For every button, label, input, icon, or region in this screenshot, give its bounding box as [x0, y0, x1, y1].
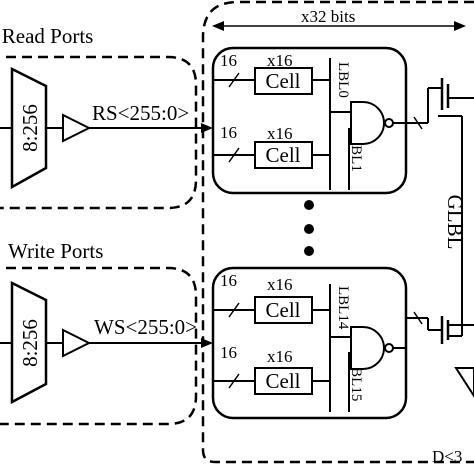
- read-select-arrow: [201, 123, 213, 133]
- upper-block-outline: [211, 46, 408, 195]
- write-ports-title: Write Ports: [8, 239, 103, 263]
- upper-bottom-bus-width: 16: [220, 123, 237, 142]
- lower-driver-slash: [413, 311, 423, 325]
- ellipsis-dot-3: [304, 246, 314, 256]
- lower-bottom-bus-width: 16: [220, 343, 237, 362]
- lower-bottom-multiplicity: x16: [267, 347, 293, 366]
- upper-lbl-a-label: LBL0: [335, 62, 351, 98]
- read-buffer: [62, 113, 92, 143]
- lower-top-bus-slash: [228, 302, 240, 318]
- read-decoder-label: 8:256: [18, 104, 42, 152]
- lower-bottom-bus-slash: [228, 373, 240, 389]
- upper-driver-slash: [413, 116, 423, 130]
- write-decoder-label: 8:256: [18, 319, 42, 367]
- lower-top-cell-label: Cell: [266, 298, 301, 322]
- upper-nand-bubble: [384, 118, 394, 128]
- upper-local-block: 16 x16 Cell 16 x16 Cell LBL0 LBL1: [211, 46, 408, 195]
- write-ports-group: [0, 266, 198, 426]
- read-decoder: [10, 66, 48, 190]
- upper-top-multiplicity: x16: [267, 51, 293, 70]
- lower-bottom-cell-label: Cell: [266, 369, 301, 393]
- lower-top-multiplicity: x16: [267, 275, 293, 294]
- glbl-label: GLBL: [443, 195, 467, 250]
- upper-bottom-multiplicity: x16: [267, 124, 293, 143]
- upper-bottom-cell-label: Cell: [266, 143, 301, 167]
- upper-global-driver: [406, 78, 474, 130]
- bank-outline: [201, 0, 474, 464]
- upper-top-cell: [254, 67, 313, 95]
- write-select-label: WS<255:0>: [94, 315, 197, 339]
- upper-bottom-bus-slash: [228, 147, 240, 163]
- width-arrow-head-right: [454, 21, 466, 31]
- lower-lbl-a-label: LBL14: [335, 286, 351, 330]
- data-out-label: D<3: [432, 447, 462, 466]
- write-select-arrow: [201, 338, 213, 348]
- read-select-label: RS<255:0>: [92, 101, 189, 125]
- lower-local-block: 16 x16 Cell 16 x16 Cell LBL14 LBL15: [211, 266, 408, 420]
- lower-bottom-cell: [254, 367, 313, 395]
- ellipsis-dot-1: [304, 200, 314, 210]
- read-ports-title: 4 Read Ports: [0, 24, 93, 48]
- lower-block-outline: [211, 266, 408, 420]
- upper-top-bus-width: 16: [220, 51, 237, 70]
- write-buffer: [62, 328, 92, 358]
- upper-top-cell-label: Cell: [266, 69, 301, 93]
- read-ports-group: [0, 55, 198, 210]
- lower-global-driver: [406, 311, 474, 344]
- lower-nand-bubble: [384, 343, 394, 353]
- ellipsis-dot-2: [304, 224, 314, 234]
- width-label: x32 bits: [301, 7, 355, 26]
- upper-bottom-cell: [254, 141, 313, 169]
- lower-nand-gate: [350, 326, 385, 370]
- output-inverter: [454, 367, 474, 398]
- width-arrow-head-left: [212, 21, 224, 31]
- lower-top-cell: [254, 296, 313, 324]
- upper-nand-gate: [350, 101, 385, 145]
- lower-top-bus-width: 16: [220, 271, 237, 290]
- write-decoder: [10, 280, 48, 405]
- upper-top-bus-slash: [228, 72, 240, 88]
